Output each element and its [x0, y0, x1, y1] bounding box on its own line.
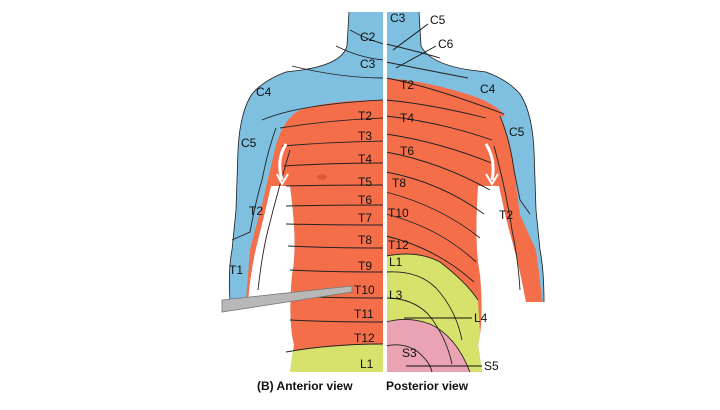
body-color-zones — [229, 12, 545, 372]
probe-pointer — [221, 285, 353, 313]
anterior-labels: C2 C3 C4 C5 T2 T1 T2 T3 T4 T5 T6 T7 T8 T… — [229, 30, 376, 371]
right-arm-cervical-zone — [500, 116, 540, 214]
anterior-trunk-label: L1 — [360, 357, 374, 371]
posterior-trunk-label: T2 — [400, 78, 414, 92]
posterior-neck-label: C3 — [390, 11, 406, 25]
posterior-leader-label: C6 — [438, 37, 454, 51]
anterior-trunk-label: T2 — [358, 109, 372, 123]
posterior-trunk-label: T10 — [388, 206, 409, 220]
anterior-trunk-label: T12 — [354, 331, 375, 345]
posterior-dermatome-lines — [385, 43, 531, 373]
posterior-lower-label: S3 — [402, 346, 417, 360]
posterior-trunk-label: T6 — [400, 144, 414, 158]
anterior-trunk-label: T3 — [358, 129, 372, 143]
posterior-leader-label: S5 — [484, 359, 499, 373]
anterior-arm-label: C5 — [241, 136, 257, 150]
posterior-arm-label: T2 — [499, 208, 513, 222]
posterior-shoulder-label: C4 — [480, 82, 496, 96]
anterior-trunk-label: T9 — [358, 259, 372, 273]
left-arm-cervical-zone — [230, 120, 276, 240]
posterior-lower-label: L1 — [389, 255, 403, 269]
posterior-trunk-label: T12 — [388, 238, 409, 252]
posterior-leader-label: C5 — [430, 13, 446, 27]
left-axilla-arrow-icon — [276, 143, 289, 187]
sacral-zone — [386, 319, 470, 372]
anterior-lumbar-zone — [286, 344, 384, 372]
anterior-arm-label: T2 — [249, 204, 263, 218]
anterior-trunk-label: T4 — [358, 152, 372, 166]
anterior-neck-label: C2 — [360, 30, 376, 44]
anterior-trunk-label: T10 — [354, 283, 375, 297]
posterior-labels: C3 C5 C6 T2 T4 T6 T8 T10 T12 C4 C5 T2 L1… — [388, 11, 525, 373]
body-outline — [228, 11, 545, 303]
posterior-trunk-label: T4 — [400, 111, 414, 125]
anterior-neck-label: C3 — [360, 57, 376, 71]
anterior-trunk-label: T11 — [354, 307, 374, 321]
anterior-dermatome-lines — [231, 29, 385, 353]
posterior-lower-label: L3 — [389, 288, 403, 302]
anterior-trunk-label: T5 — [358, 175, 372, 189]
anterior-trunk-label: T6 — [358, 193, 372, 207]
anterior-arm-label: T1 — [229, 263, 243, 277]
posterior-trunk-label: T8 — [392, 176, 406, 190]
leader-lines — [392, 23, 482, 367]
midline-divider — [383, 6, 387, 378]
posterior-leader-label: L4 — [474, 311, 488, 325]
posterior-arm-label: C5 — [509, 125, 525, 139]
anterior-view-caption: (B) Anterior view — [257, 379, 353, 393]
anterior-trunk-label: T7 — [358, 211, 372, 225]
right-axilla-arrow-icon — [484, 143, 499, 186]
anterior-trunk-label: T8 — [358, 233, 372, 247]
nipple-mark — [317, 174, 327, 180]
anterior-shoulder-label: C4 — [256, 85, 272, 99]
posterior-view-caption: Posterior view — [386, 379, 469, 393]
